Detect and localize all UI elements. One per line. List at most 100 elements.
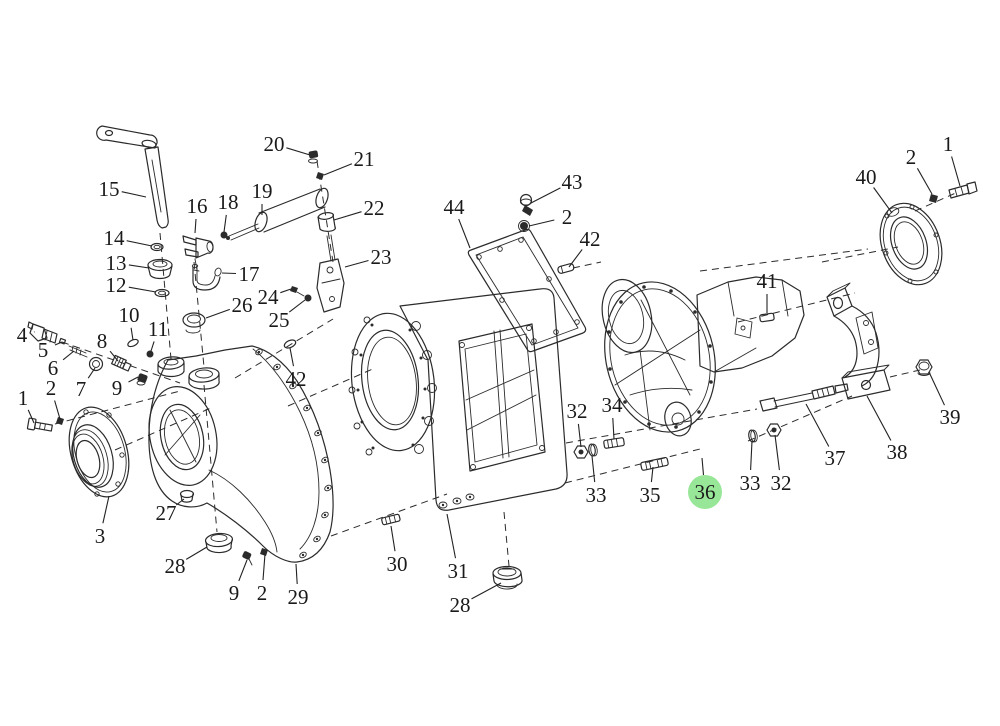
callout-number-35: 35 [640, 483, 661, 507]
leader-line-22 [333, 211, 362, 221]
callout-17[interactable]: 17 [221, 262, 260, 286]
callout-16[interactable]: 16 [187, 194, 208, 234]
leader-line-42 [568, 249, 583, 268]
leader-line-2 [54, 400, 61, 420]
callout-38[interactable]: 38 [866, 395, 908, 464]
callout-number-42: 42 [286, 367, 307, 391]
callout-10[interactable]: 10 [119, 303, 140, 341]
callout-8[interactable]: 8 [97, 329, 119, 362]
part-36-rear-housing [601, 278, 716, 437]
callout-40[interactable]: 40 [856, 165, 893, 214]
part-38-bracket [826, 282, 891, 400]
callout-number-1: 1 [943, 132, 954, 156]
assembly-axis-lines [54, 160, 959, 567]
leader-line-1 [951, 156, 961, 187]
callout-number-14: 14 [104, 226, 126, 250]
callout-44[interactable]: 44 [444, 195, 471, 249]
leader-line-26 [205, 308, 230, 319]
callout-number-28: 28 [165, 554, 186, 578]
callout-1[interactable]: 1 [18, 386, 35, 424]
callout-36-highlighted[interactable]: 36 [688, 457, 722, 509]
callout-9[interactable]: 9 [229, 559, 248, 605]
leader-line-44 [458, 218, 471, 249]
callout-34[interactable]: 34 [602, 393, 624, 440]
callout-42[interactable]: 42 [286, 347, 307, 391]
callout-24[interactable]: 24 [258, 285, 292, 309]
part-34-stud [603, 437, 625, 449]
callout-19[interactable]: 19 [252, 179, 273, 215]
part-28-plug [204, 532, 234, 554]
callout-32[interactable]: 32 [567, 399, 588, 448]
callout-3[interactable]: 3 [95, 495, 110, 548]
callout-32[interactable]: 32 [771, 434, 792, 495]
leader-line-6 [62, 350, 75, 361]
callout-30[interactable]: 30 [387, 525, 408, 576]
part-33-washer-left [588, 443, 598, 457]
callout-20[interactable]: 20 [264, 132, 311, 156]
part-3-flange-cover [68, 406, 130, 498]
callout-1[interactable]: 1 [943, 132, 961, 187]
part-32-nut-right [766, 423, 782, 437]
leader-line-2 [916, 168, 933, 195]
callout-37[interactable]: 37 [805, 403, 846, 470]
callout-11[interactable]: 11 [148, 317, 168, 352]
callout-33[interactable]: 33 [740, 440, 761, 495]
callout-25[interactable]: 25 [269, 299, 306, 332]
callout-9[interactable]: 9 [112, 376, 139, 400]
callout-2[interactable]: 2 [906, 145, 933, 195]
part-11-ball [146, 350, 154, 358]
callout-41[interactable]: 41 [757, 269, 778, 313]
callout-27[interactable]: 27 [156, 498, 185, 525]
callout-42[interactable]: 42 [568, 227, 601, 268]
callout-23[interactable]: 23 [344, 245, 392, 269]
callout-28[interactable]: 28 [450, 582, 502, 617]
callout-2[interactable]: 2 [46, 376, 61, 420]
callout-number-23: 23 [371, 245, 392, 269]
callout-28[interactable]: 28 [165, 546, 208, 578]
leader-line-27 [175, 498, 185, 506]
callout-21[interactable]: 21 [323, 147, 375, 176]
part-40-bearing-cover [879, 202, 943, 286]
callout-33[interactable]: 33 [586, 455, 607, 507]
part-8-plug [111, 354, 132, 372]
callout-4[interactable]: 4 [17, 323, 35, 347]
callout-5[interactable]: 5 [38, 338, 63, 362]
callout-number-3: 3 [95, 524, 106, 548]
callout-number-40: 40 [856, 165, 877, 189]
callout-15[interactable]: 15 [99, 177, 147, 201]
part-33-washer-right [748, 429, 758, 443]
callout-12[interactable]: 12 [106, 273, 157, 297]
part-2-pin-small [260, 548, 268, 556]
callout-2[interactable]: 2 [257, 553, 268, 605]
callout-14[interactable]: 14 [104, 226, 153, 250]
callout-31[interactable]: 31 [446, 513, 469, 583]
callout-35[interactable]: 35 [640, 466, 661, 507]
callout-39[interactable]: 39 [928, 371, 961, 429]
part-20-nut [308, 150, 319, 164]
callout-number-32: 32 [567, 399, 588, 423]
part-10-oval-seal [127, 338, 139, 348]
part-19-shift-shaft [226, 187, 329, 241]
callout-22[interactable]: 22 [333, 196, 385, 221]
callout-number-7: 7 [76, 377, 87, 401]
callout-2[interactable]: 2 [528, 205, 572, 229]
leader-line-33 [750, 440, 753, 471]
callout-18[interactable]: 18 [218, 190, 239, 233]
leader-line-31 [446, 513, 457, 559]
callout-number-2: 2 [906, 145, 917, 169]
callout-26[interactable]: 26 [205, 293, 253, 319]
callout-number-6: 6 [48, 356, 59, 380]
callout-13[interactable]: 13 [106, 251, 150, 275]
callout-29[interactable]: 29 [288, 563, 309, 609]
part-9-nut [136, 373, 148, 386]
callout-43[interactable]: 43 [530, 170, 583, 204]
part-13-boot-cap [147, 258, 173, 280]
callout-number-22: 22 [364, 196, 385, 220]
leader-line-8 [109, 350, 119, 362]
leader-line-42 [289, 347, 295, 367]
part-41-dowel [759, 312, 775, 323]
part-35-stud [640, 456, 669, 471]
callout-6[interactable]: 6 [48, 350, 75, 380]
callout-7[interactable]: 7 [76, 367, 96, 401]
part-26-grommet [182, 312, 206, 334]
